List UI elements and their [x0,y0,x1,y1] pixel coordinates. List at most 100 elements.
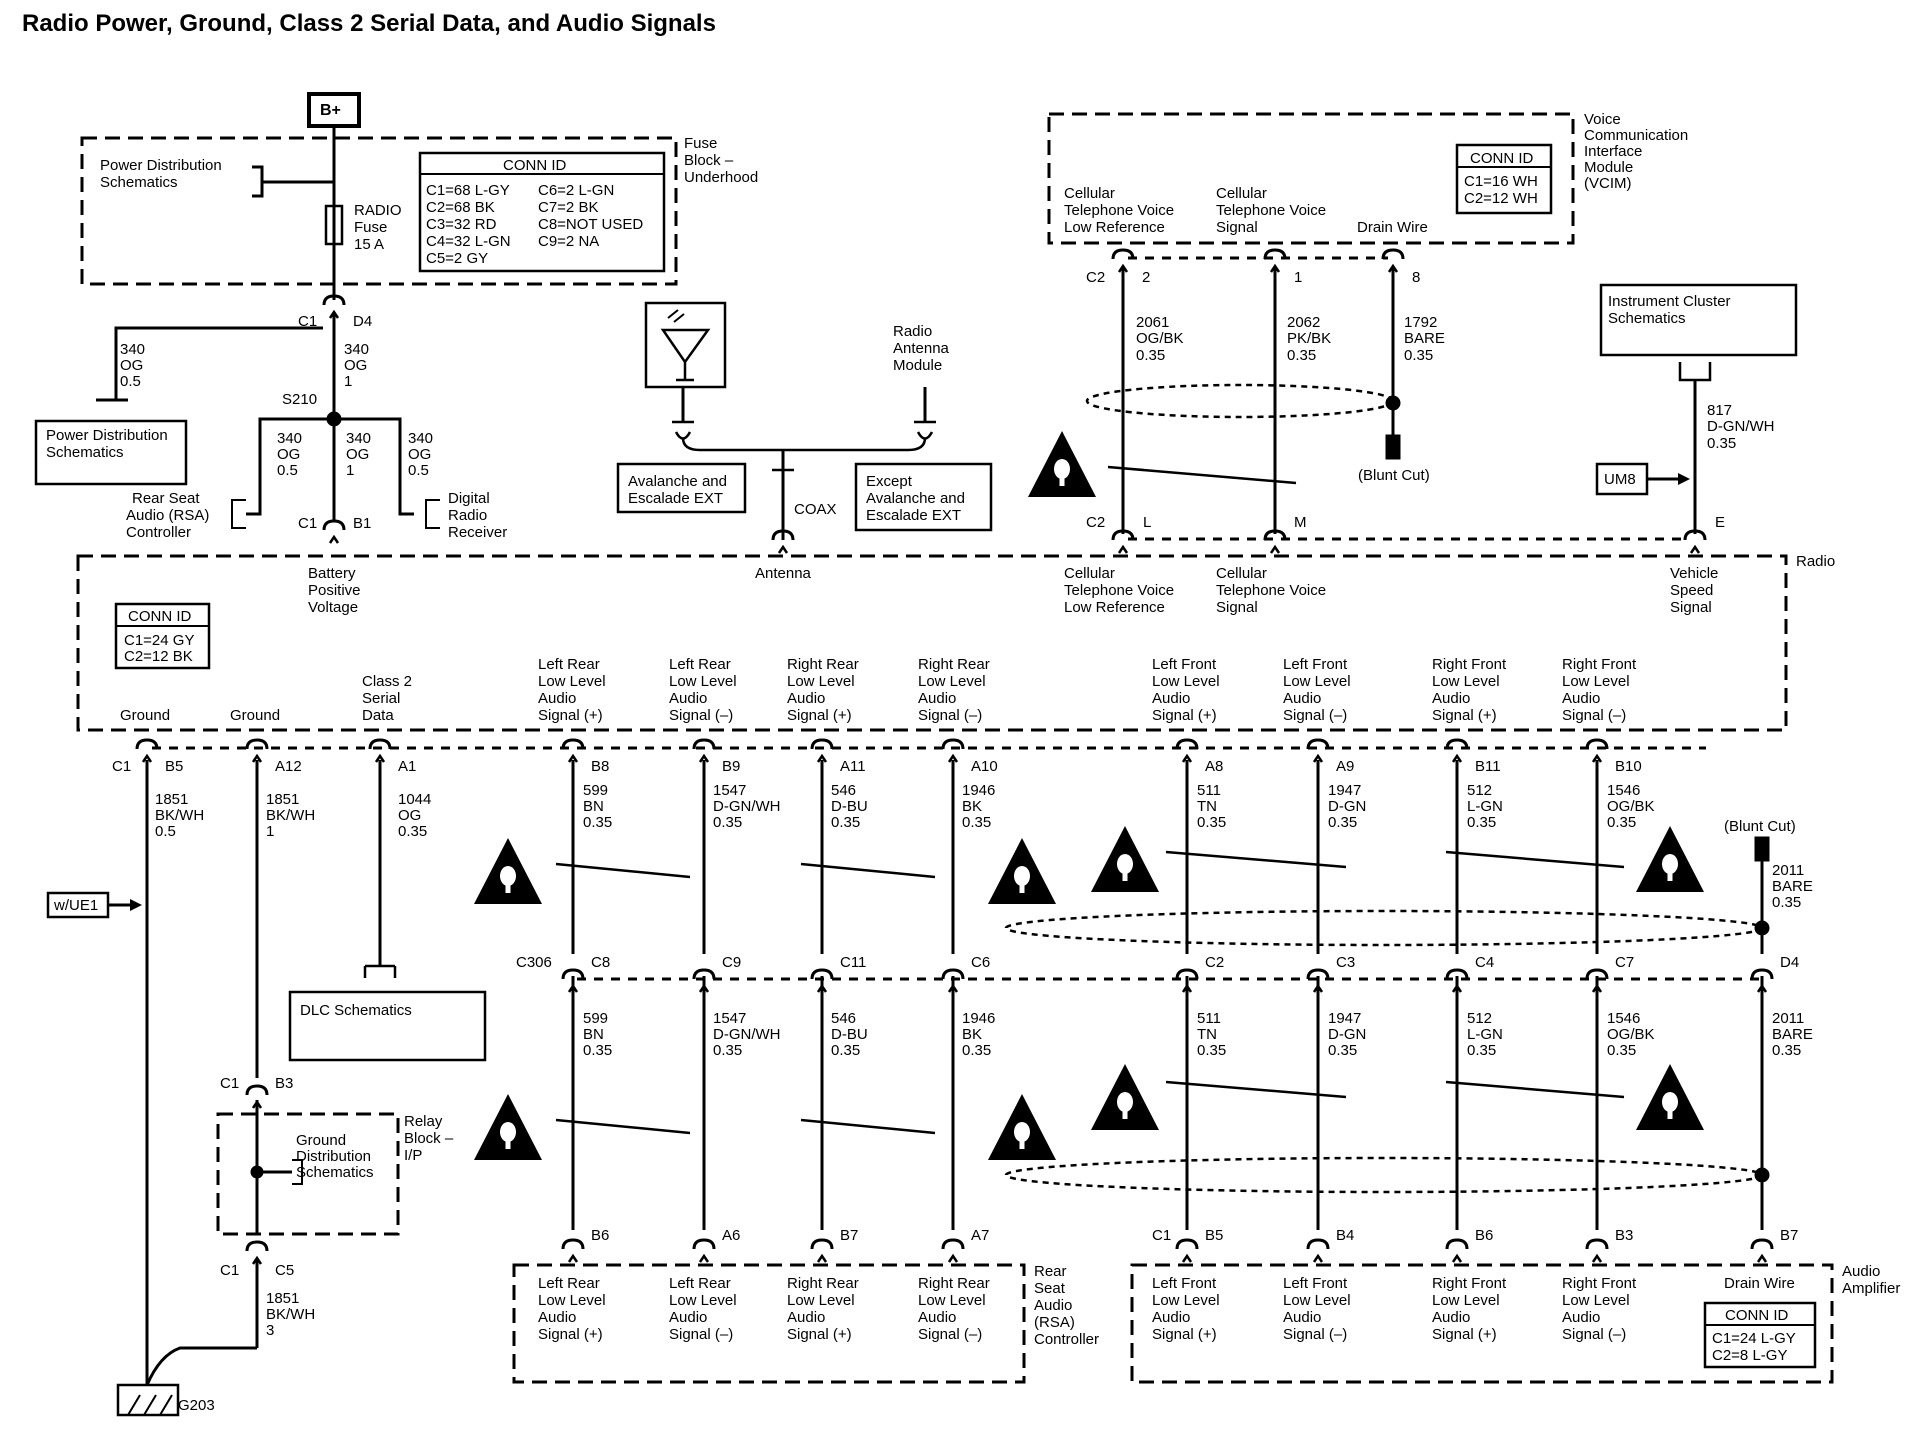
label: BARE [1772,1026,1813,1043]
label: 511 [1197,782,1221,799]
label: B7 [840,1227,858,1244]
label: C4=32 L-GN [426,233,511,250]
label: OG/BK [1607,798,1655,815]
label: (RSA) [1034,1314,1075,1331]
label: D4 [353,313,372,330]
label: Left Rear [669,1275,731,1292]
label: Low Level [918,1292,986,1309]
label: 546 [831,782,856,799]
label: Audio [538,1309,576,1326]
label: Left Front [1283,1275,1348,1292]
label: 512 [1467,782,1492,799]
label: C5 [275,1262,294,1279]
dlc-schematics-box [288,990,487,1062]
label: C8 [591,954,610,971]
label: OG/BK [1607,1026,1655,1043]
label: B11 [1475,758,1501,775]
label: 2062 [1287,314,1320,331]
label: B3 [1615,1227,1633,1244]
label: 0.5 [120,373,141,390]
label: C7=2 BK [538,199,598,216]
label: C6 [971,954,990,971]
label: Instrument Cluster [1608,293,1731,310]
label: BARE [1772,878,1813,895]
label: Low Reference [1064,219,1165,236]
label: C8=NOT USED [538,216,643,233]
label: 1547 [713,782,746,799]
label: B8 [591,758,609,775]
label: B9 [722,758,740,775]
label: Signal (+) [1432,1326,1497,1343]
label: Schematics [296,1164,374,1181]
label: OG [344,357,367,374]
conn-id-heading: CONN ID [503,157,567,174]
label: Amplifier [1842,1280,1900,1297]
label: Escalade EXT [628,490,723,507]
label: 0.35 [962,1042,991,1059]
label: COAX [794,501,837,518]
rsa-controller-outline [512,1263,1026,1384]
label: Schematics [46,444,124,461]
label: Battery [308,565,356,582]
radio-conn-id-table [114,602,211,670]
warning-icon [988,838,1056,904]
label: C1=24 GY [124,632,194,649]
label: G203 [178,1397,215,1414]
label: Low Level [918,673,986,690]
conn-id-heading: CONN ID [1470,150,1534,167]
label: C1 [220,1262,239,1279]
label: Low Level [1562,1292,1630,1309]
label: 0.35 [1197,814,1226,831]
label: D-BU [831,1026,868,1043]
label: Left Rear [538,1275,600,1292]
label: C1=16 WH [1464,173,1538,190]
label: M [1294,514,1307,531]
vcim-outline [1047,112,1575,245]
label: B7 [1780,1227,1798,1244]
label: C9=2 NA [538,233,599,250]
label: A1 [398,758,416,775]
label: C2 [1086,514,1105,531]
label: Audio [1432,690,1470,707]
label: Signal [1216,219,1258,236]
label: Low Level [669,673,737,690]
label: C2 [1205,954,1224,971]
label: D-GN [1328,798,1366,815]
label: (VCIM) [1584,175,1632,192]
label: 2011 [1772,1010,1804,1027]
label: Seat [1034,1280,1066,1297]
label: 0.35 [398,823,427,840]
label: Audio [1842,1263,1880,1280]
conn-id-heading: CONN ID [1725,1307,1789,1324]
label: 0.5 [155,823,176,840]
label: Fuse [354,219,387,236]
label: Signal [1670,599,1712,616]
label: 511 [1197,1010,1221,1027]
radio-fuse-symbol [324,204,344,246]
label: Signal [1216,599,1258,616]
label: B5 [1205,1227,1223,1244]
label: Right Front [1562,1275,1637,1292]
label: Module [1584,159,1633,176]
label: Audio [918,690,956,707]
label: 1946 [962,782,995,799]
radio-outline [76,554,1788,732]
label: Low Level [669,1292,737,1309]
label: Audio [538,690,576,707]
label: 1851 [266,791,299,808]
label: C2=8 L-GY [1712,1347,1787,1364]
label: Left Front [1152,1275,1217,1292]
label: Radio [448,507,487,524]
label: 1946 [962,1010,995,1027]
label: Low Level [538,1292,606,1309]
label: Left Front [1152,656,1217,673]
label: Low Level [1152,673,1220,690]
label: PK/BK [1287,330,1331,347]
label: Signal (–) [1283,707,1347,724]
label: Power Distribution [46,427,168,444]
label: BK/WH [266,807,315,824]
label: Low Level [1562,673,1630,690]
page-title: Radio Power, Ground, Class 2 Serial Data… [22,10,716,37]
label: BN [583,798,604,815]
label: Audio [1034,1297,1072,1314]
